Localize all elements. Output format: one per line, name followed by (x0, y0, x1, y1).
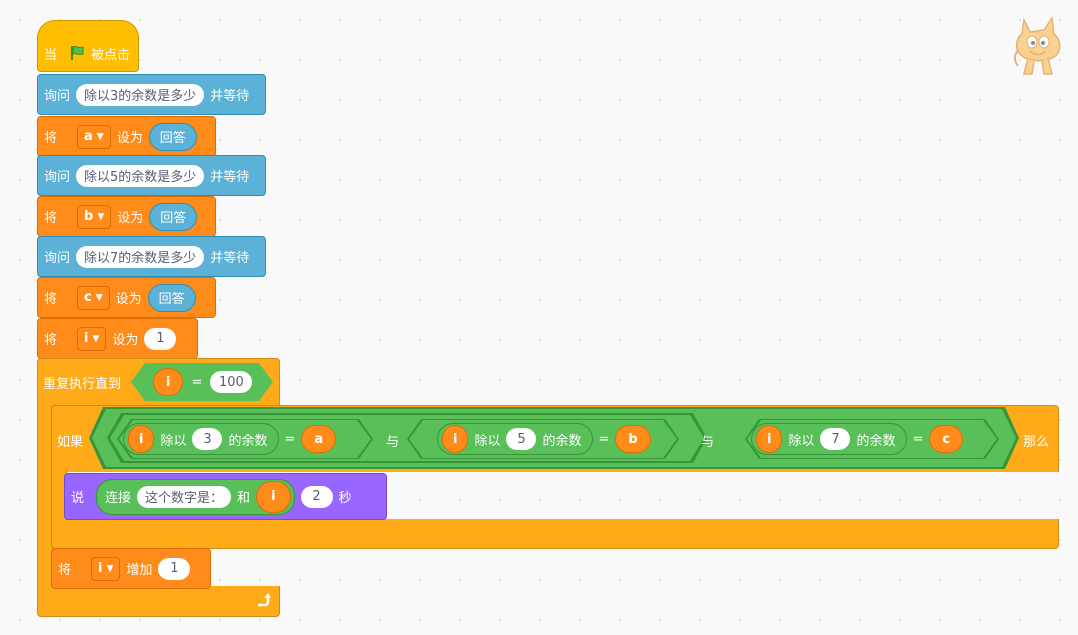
variable-name: a (84, 129, 93, 144)
ask-and-wait-block[interactable]: 询问 除以5的余数是多少 并等待 (37, 155, 266, 196)
question-input[interactable]: 除以5的余数是多少 (76, 164, 205, 187)
set-variable-block[interactable]: 将 c ▼ 设为 回答 (37, 277, 216, 318)
variable-reporter[interactable]: c (929, 425, 964, 453)
and-wait-label: 并等待 (210, 170, 250, 185)
divisor-input[interactable]: 3 (192, 428, 223, 450)
mod-operator[interactable]: i 除以 7 的余数 (751, 423, 907, 455)
set-to-label: 设为 (112, 333, 139, 348)
then-label: 那么 (1023, 435, 1050, 450)
if-label: 如果 (57, 435, 84, 450)
say-for-secs-block[interactable]: 说 连接 这个数字是： 和 i 2 秒 (64, 473, 387, 520)
ask-and-wait-block[interactable]: 询问 除以7的余数是多少 并等待 (37, 236, 266, 277)
and-wait-label: 并等待 (210, 251, 250, 266)
caret-down-icon: ▼ (96, 131, 104, 142)
repeat-until-label: 重复执行直到 (43, 377, 122, 392)
equals-label: = (598, 431, 610, 447)
seconds-label: 秒 (338, 491, 352, 506)
set-label: 将 (44, 211, 58, 226)
if-then-block[interactable]: 如果 那么 i 除以 3 的余数 = a 与 i (51, 405, 1059, 549)
sprite-cat-icon (1014, 15, 1061, 75)
join-label: 连接 (105, 491, 132, 506)
set-label: 将 (44, 333, 58, 348)
answer-reporter[interactable]: 回答 (148, 122, 197, 151)
if-footer (51, 519, 1059, 549)
when-flag-clicked-block[interactable]: 当 被点击 (37, 20, 139, 72)
mod-operator[interactable]: i 除以 5 的余数 (437, 423, 593, 455)
when-label: 当 (44, 47, 58, 63)
set-label: 将 (44, 131, 58, 146)
variable-dropdown[interactable]: i ▼ (91, 556, 121, 581)
variable-dropdown[interactable]: b ▼ (77, 204, 112, 229)
and-label: 和 (237, 491, 251, 506)
mod-label: 除以 (160, 433, 187, 449)
ask-label: 询问 (44, 251, 71, 266)
and-label: 与 (386, 435, 400, 450)
variable-reporter[interactable]: a (301, 425, 337, 453)
set-to-label: 设为 (116, 131, 143, 146)
variable-name: b (84, 209, 94, 224)
set-to-label: 设为 (117, 211, 144, 226)
question-input[interactable]: 除以3的余数是多少 (76, 83, 205, 106)
clicked-label: 被点击 (91, 47, 131, 63)
equals-label: = (284, 431, 296, 447)
set-variable-block[interactable]: 将 i ▼ 设为 1 (37, 318, 198, 359)
seconds-input[interactable]: 2 (300, 485, 333, 508)
text-input[interactable]: 这个数字是： (137, 485, 232, 508)
ask-label: 询问 (44, 89, 71, 104)
mod-operator[interactable]: i 除以 3 的余数 (123, 423, 279, 455)
divisor-input[interactable]: 7 (820, 428, 851, 450)
caret-down-icon: ▼ (97, 211, 105, 222)
remainder-label: 的余数 (856, 433, 896, 449)
and-label: 与 (701, 435, 715, 450)
answer-reporter[interactable]: 回答 (147, 283, 196, 312)
caret-down-icon: ▼ (106, 563, 114, 574)
caret-down-icon: ▼ (95, 292, 103, 303)
variable-name: i (84, 331, 89, 346)
repeat-until-block[interactable]: 重复执行直到 i = 100 (37, 358, 280, 617)
set-label: 将 (44, 292, 58, 307)
answer-reporter[interactable]: 回答 (149, 202, 198, 231)
equals-label: = (912, 431, 924, 447)
value-input[interactable]: 1 (144, 327, 177, 350)
variable-reporter[interactable]: i (256, 480, 291, 513)
remainder-label: 的余数 (542, 433, 582, 449)
set-variable-block[interactable]: 将 a ▼ 设为 回答 (37, 116, 216, 157)
value-input[interactable]: 1 (158, 557, 191, 580)
ask-label: 询问 (44, 170, 71, 185)
ask-and-wait-block[interactable]: 询问 除以3的余数是多少 并等待 (37, 74, 266, 115)
variable-reporter[interactable]: i (128, 425, 155, 453)
set-to-label: 设为 (115, 292, 142, 307)
join-operator[interactable]: 连接 这个数字是： 和 i (96, 478, 295, 515)
mod-label: 除以 (474, 433, 501, 449)
variable-name: c (84, 290, 92, 305)
change-variable-block[interactable]: 将 i ▼ 增加 1 (51, 548, 211, 589)
change-by-label: 增加 (126, 563, 153, 578)
question-input[interactable]: 除以7的余数是多少 (76, 245, 205, 268)
variable-dropdown[interactable]: a ▼ (77, 124, 111, 149)
variable-reporter[interactable]: b (615, 425, 651, 453)
say-label: 说 (71, 491, 85, 506)
caret-down-icon: ▼ (92, 333, 100, 344)
variable-name: i (98, 561, 103, 576)
divisor-input[interactable]: 5 (506, 428, 537, 450)
equals-label: = (191, 374, 203, 390)
value-input[interactable]: 100 (210, 371, 253, 393)
loop-arrow-icon (258, 593, 271, 607)
change-label: 将 (58, 563, 72, 578)
variable-dropdown[interactable]: i ▼ (77, 326, 107, 351)
variable-reporter[interactable]: i (153, 368, 184, 396)
mod-label: 除以 (788, 433, 815, 449)
repeat-until-footer (37, 586, 280, 617)
variable-reporter[interactable]: i (756, 425, 783, 453)
variable-reporter[interactable]: i (442, 425, 469, 453)
variable-dropdown[interactable]: c ▼ (77, 285, 110, 310)
set-variable-block[interactable]: 将 b ▼ 设为 回答 (37, 196, 216, 237)
remainder-label: 的余数 (228, 433, 268, 449)
green-flag-icon (71, 45, 84, 60)
and-wait-label: 并等待 (210, 89, 250, 104)
